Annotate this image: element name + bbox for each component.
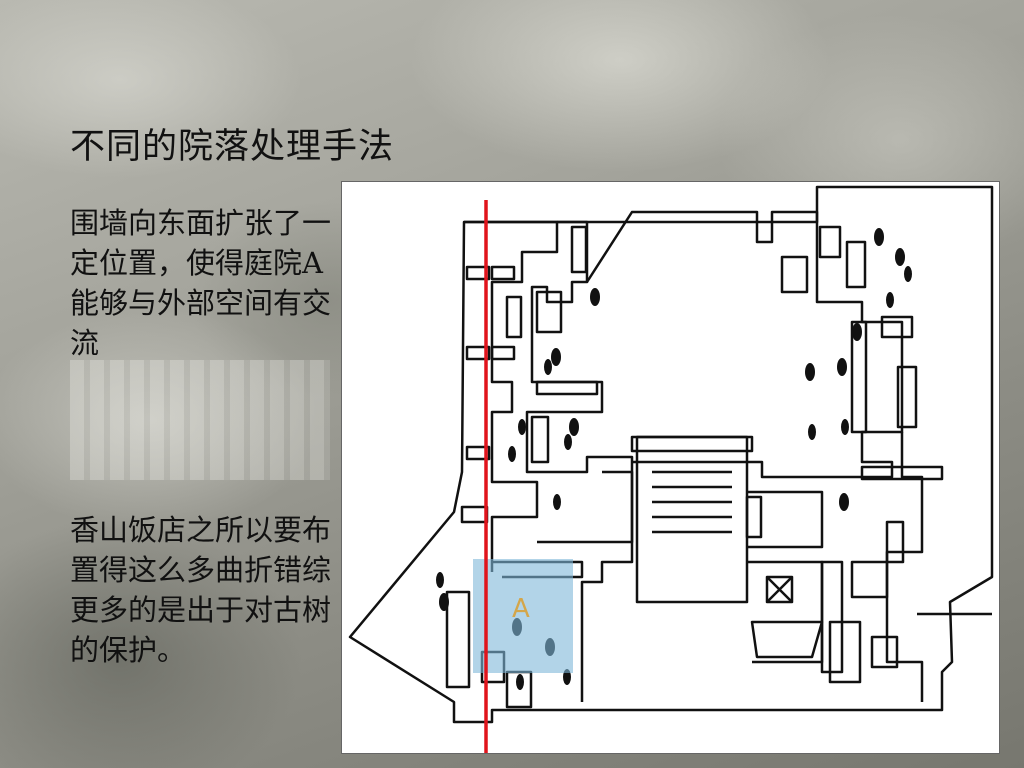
floor-plan: A [341,181,1000,754]
paragraph-wall-expansion: 围墙向东面扩张了一定位置，使得庭院A能够与外部空间有交流 [70,206,332,360]
background-building [70,360,330,480]
west-wing [464,220,559,572]
paragraph-tree-protection: 香山饭店之所以要布置得这么多曲折错综更多的是出于对古树的保护。 [70,513,332,667]
slide-title: 不同的院落处理手法 [70,127,395,167]
courtyard-a-highlight [473,559,573,673]
site-boundary [348,185,994,724]
courtyard-a-label: A [512,594,530,624]
east-wing [885,432,924,702]
floor-plan-drawing: A [348,185,994,753]
